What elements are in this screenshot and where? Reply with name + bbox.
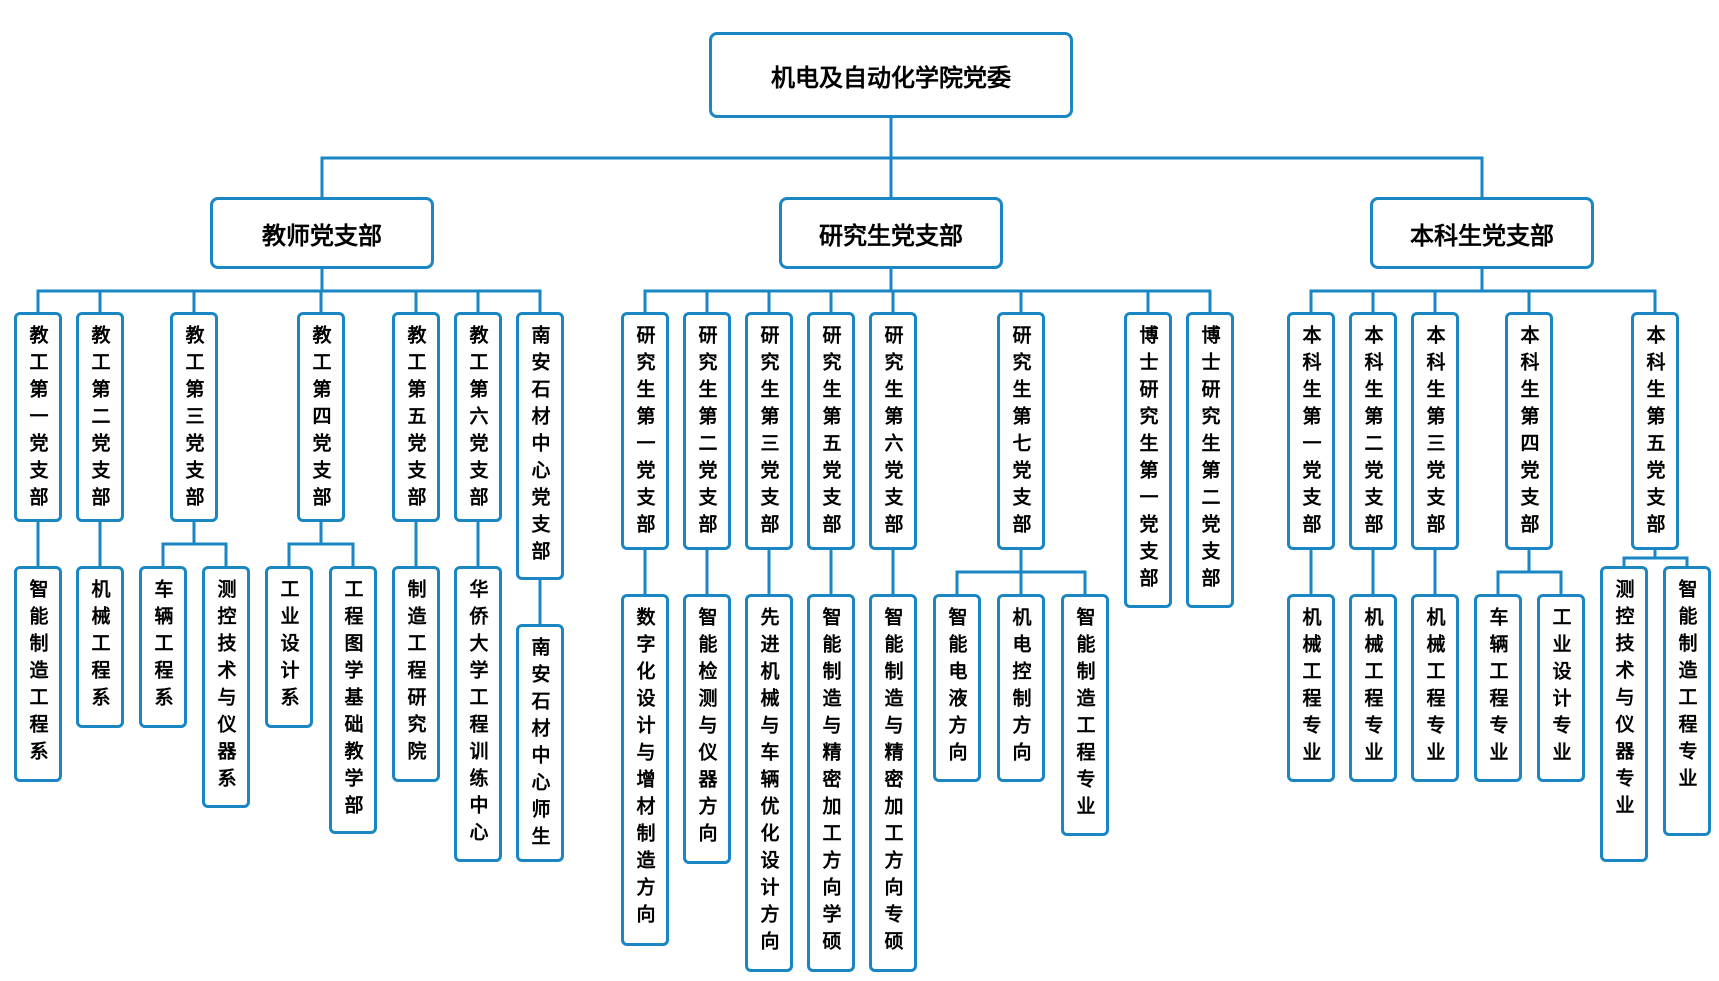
node-g3a: 先进机械与车辆优化设计方向 [745, 594, 793, 972]
node-u5a: 测控技术与仪器专业 [1600, 566, 1648, 862]
node-t5: 教工第五党支部 [392, 312, 440, 522]
node-t7: 南安石材中心党支部 [516, 312, 564, 580]
node-u5b: 智能制造工程专业 [1663, 566, 1711, 836]
node-u4b: 工业设计专业 [1537, 594, 1585, 782]
node-t7a: 南安石材中心师生 [516, 624, 564, 862]
node-t5a: 制造工程研究院 [392, 566, 440, 782]
node-root: 机电及自动化学院党委 [709, 32, 1073, 118]
node-g5a: 智能制造与精密加工方向学硕 [807, 594, 855, 972]
node-g7a: 智能电液方向 [933, 594, 981, 782]
node-t1: 教工第一党支部 [14, 312, 62, 522]
node-t3b: 测控技术与仪器系 [202, 566, 250, 808]
node-g2: 研究生第二党支部 [683, 312, 731, 550]
node-t6: 教工第六党支部 [454, 312, 502, 522]
node-u5: 本科生第五党支部 [1631, 312, 1679, 550]
node-g1a: 数字化设计与增材制造方向 [621, 594, 669, 946]
node-t3: 教工第三党支部 [170, 312, 218, 522]
node-g6: 研究生第六党支部 [869, 312, 917, 550]
node-d2: 博士研究生第二党支部 [1186, 312, 1234, 608]
node-t6a: 华侨大学工程训练中心 [454, 566, 502, 862]
node-undergrad-branch: 本科生党支部 [1370, 197, 1594, 269]
node-g2a: 智能检测与仪器方向 [683, 594, 731, 864]
node-g5: 研究生第五党支部 [807, 312, 855, 550]
node-t2: 教工第二党支部 [76, 312, 124, 522]
node-t3a: 车辆工程系 [139, 566, 187, 728]
node-t4b: 工程图学基础教学部 [329, 566, 377, 834]
node-u1a: 机械工程专业 [1287, 594, 1335, 782]
node-teacher-branch: 教师党支部 [210, 197, 434, 269]
node-t1a: 智能制造工程系 [14, 566, 62, 782]
node-g6a: 智能制造与精密加工方向专硕 [869, 594, 917, 972]
node-g7: 研究生第七党支部 [997, 312, 1045, 550]
node-u4: 本科生第四党支部 [1505, 312, 1553, 550]
node-g7b: 机电控制方向 [997, 594, 1045, 782]
node-graduate-branch: 研究生党支部 [779, 197, 1003, 269]
node-g1: 研究生第一党支部 [621, 312, 669, 550]
node-u2: 本科生第二党支部 [1349, 312, 1397, 550]
node-t4a: 工业设计系 [265, 566, 313, 728]
node-t2a: 机械工程系 [76, 566, 124, 728]
node-u3a: 机械工程专业 [1411, 594, 1459, 782]
node-d1: 博士研究生第一党支部 [1124, 312, 1172, 608]
node-u2a: 机械工程专业 [1349, 594, 1397, 782]
node-g3: 研究生第三党支部 [745, 312, 793, 550]
node-u1: 本科生第一党支部 [1287, 312, 1335, 550]
node-u3: 本科生第三党支部 [1411, 312, 1459, 550]
node-u4a: 车辆工程专业 [1474, 594, 1522, 782]
node-t4: 教工第四党支部 [297, 312, 345, 522]
node-g7c: 智能制造工程专业 [1061, 594, 1109, 836]
